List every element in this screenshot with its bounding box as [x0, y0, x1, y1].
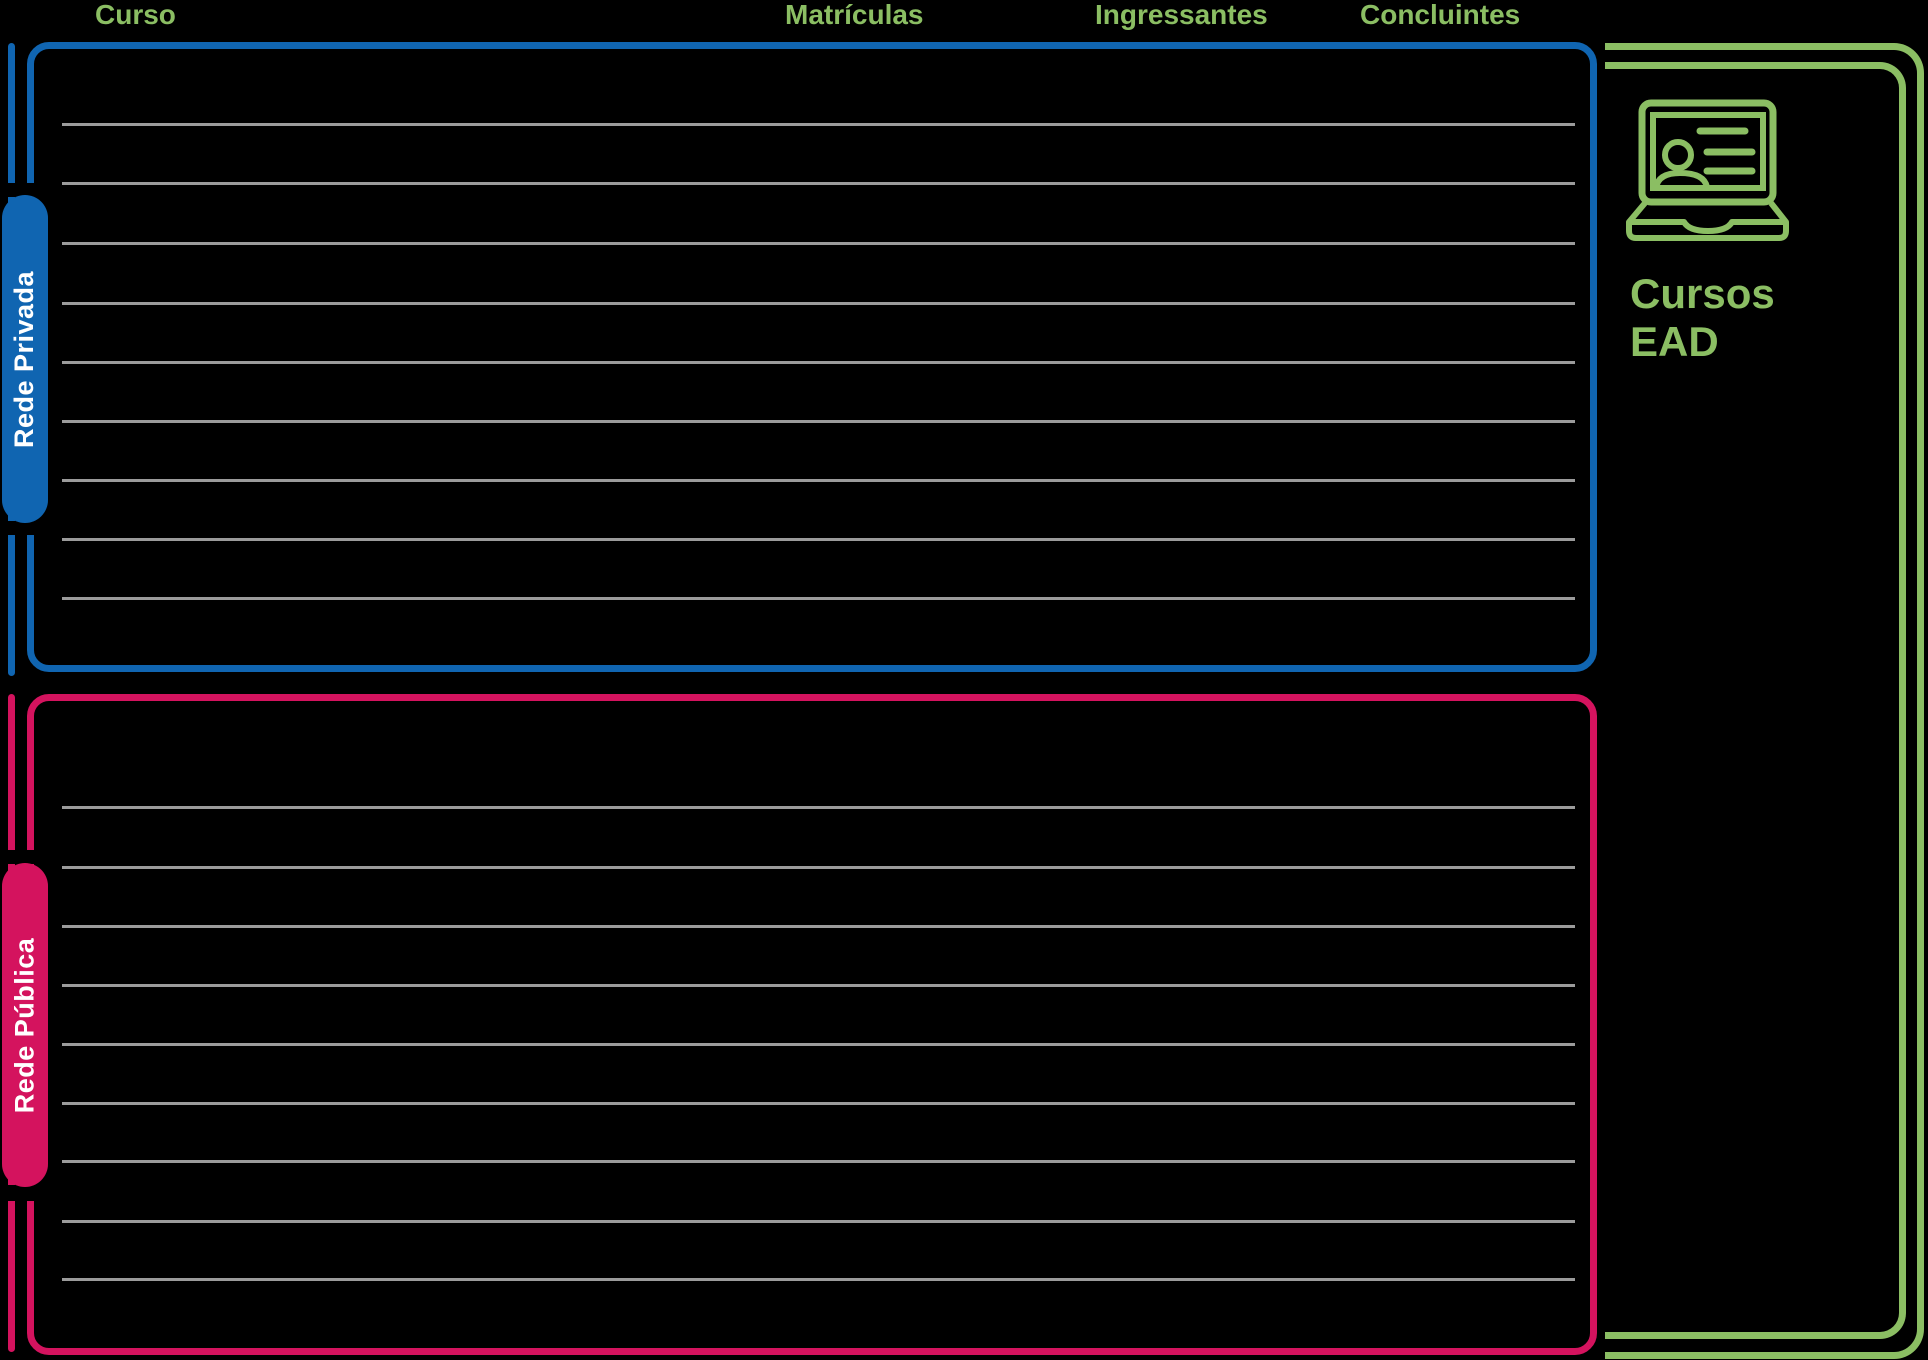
row-separator	[62, 925, 1575, 928]
row-separator	[62, 123, 1575, 126]
ead-title: Cursos EAD	[1630, 270, 1775, 366]
row-separator	[62, 479, 1575, 482]
row-separator	[62, 597, 1575, 600]
rede-publica-pill: Rede Pública	[2, 863, 48, 1187]
row-separator	[62, 361, 1575, 364]
bracket-gap	[0, 850, 58, 864]
column-header-2: Ingressantes	[1095, 0, 1268, 30]
row-separator	[62, 1102, 1575, 1105]
column-header-0: Curso	[95, 0, 176, 30]
row-separator	[62, 1160, 1575, 1163]
column-header-1: Matrículas	[785, 0, 924, 30]
ead-frame-outer	[1605, 43, 1924, 1359]
rede-privada-label: Rede Privada	[9, 270, 40, 448]
rede-publica-panel	[27, 694, 1597, 1355]
ead-title-line2: EAD	[1630, 318, 1719, 365]
row-separator	[62, 1220, 1575, 1223]
bracket-gap	[0, 521, 58, 535]
column-header-3: Concluintes	[1360, 0, 1521, 30]
row-separator	[62, 1278, 1575, 1281]
ead-title-line1: Cursos	[1630, 270, 1775, 317]
row-separator	[62, 242, 1575, 245]
bracket-gap	[0, 1185, 58, 1201]
row-separator	[62, 302, 1575, 305]
laptop-presentation-icon	[1626, 99, 1789, 241]
row-separator	[62, 538, 1575, 541]
row-separator	[62, 866, 1575, 869]
rede-privada-pill: Rede Privada	[2, 195, 48, 523]
row-separator	[62, 806, 1575, 809]
row-separator	[62, 182, 1575, 185]
ead-frame-inner	[1605, 62, 1906, 1339]
row-separator	[62, 420, 1575, 423]
rede-publica-label: Rede Pública	[9, 937, 40, 1113]
bracket-gap	[0, 183, 58, 197]
row-separator	[62, 1043, 1575, 1046]
row-separator	[62, 984, 1575, 987]
rede-privada-panel	[27, 42, 1597, 672]
